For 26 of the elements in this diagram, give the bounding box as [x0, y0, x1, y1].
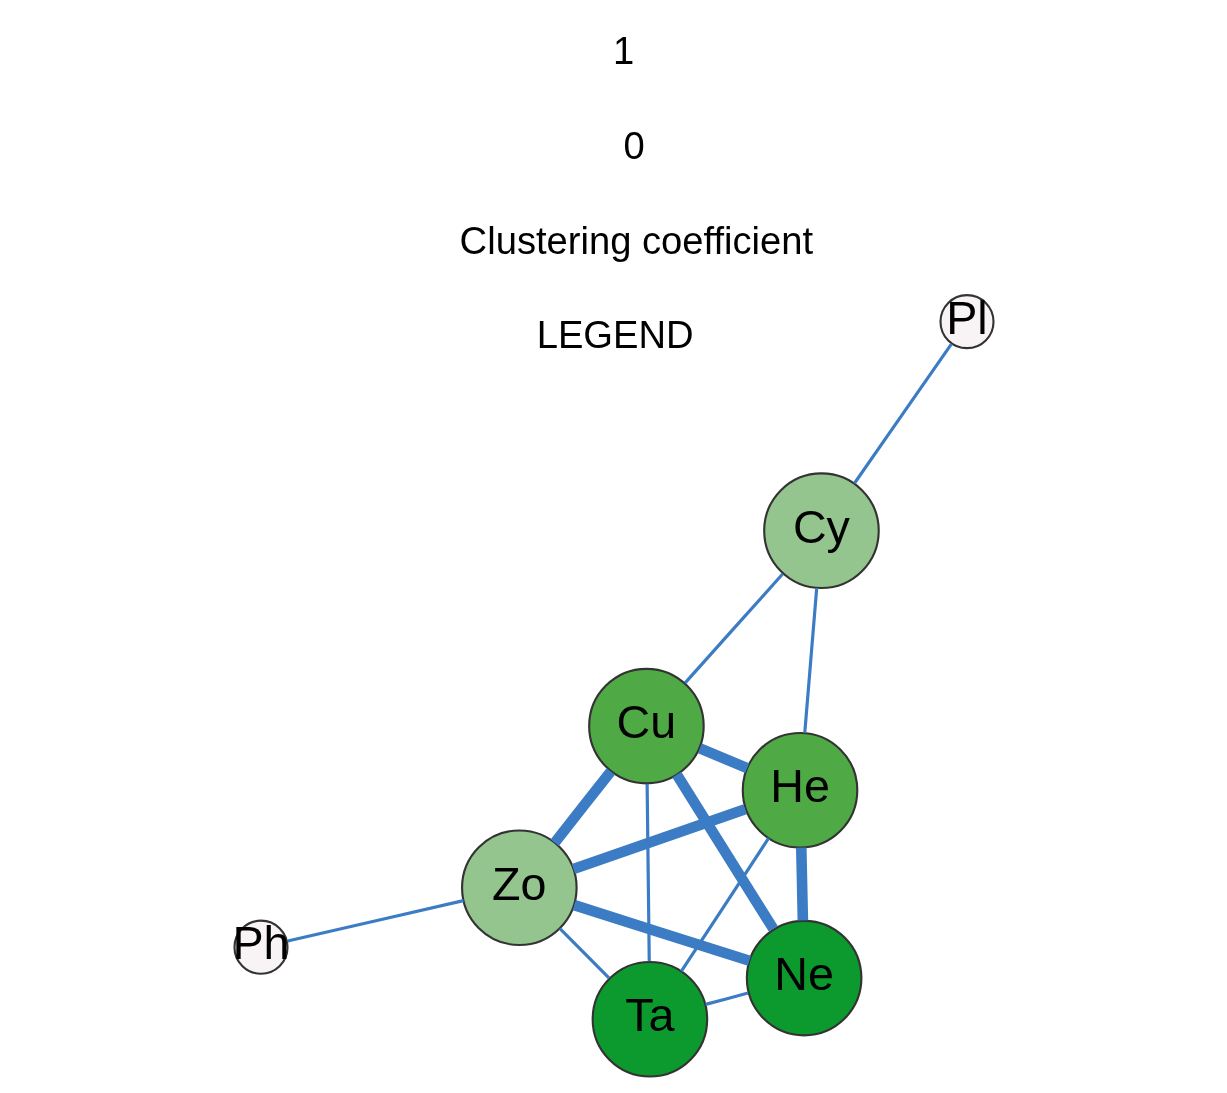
node-circle: Cu [587, 667, 705, 785]
label: 0 [622, 123, 645, 167]
connector [704, 991, 748, 1006]
node-circle: He [741, 731, 858, 849]
connector [697, 743, 749, 774]
connector [572, 900, 751, 966]
connector [558, 927, 610, 980]
connector [795, 847, 808, 921]
node-circle: Cy [762, 472, 880, 589]
connector [679, 837, 770, 973]
connector [550, 768, 615, 846]
connector [802, 588, 818, 733]
label: Clustering coefficient [459, 219, 813, 263]
node-circle: Ta [591, 960, 708, 1078]
connector [671, 771, 778, 932]
connector [852, 343, 953, 485]
connector [571, 804, 747, 874]
connector [286, 899, 464, 943]
connector [645, 783, 651, 962]
node-circle: Ne [745, 919, 862, 1037]
connector [683, 573, 784, 684]
label: 1 [612, 29, 634, 73]
node-circle: Pl [938, 294, 995, 350]
label: LEGEND [536, 312, 694, 356]
node-circle: Ph [232, 919, 289, 975]
node-circle: Zo [460, 829, 578, 947]
